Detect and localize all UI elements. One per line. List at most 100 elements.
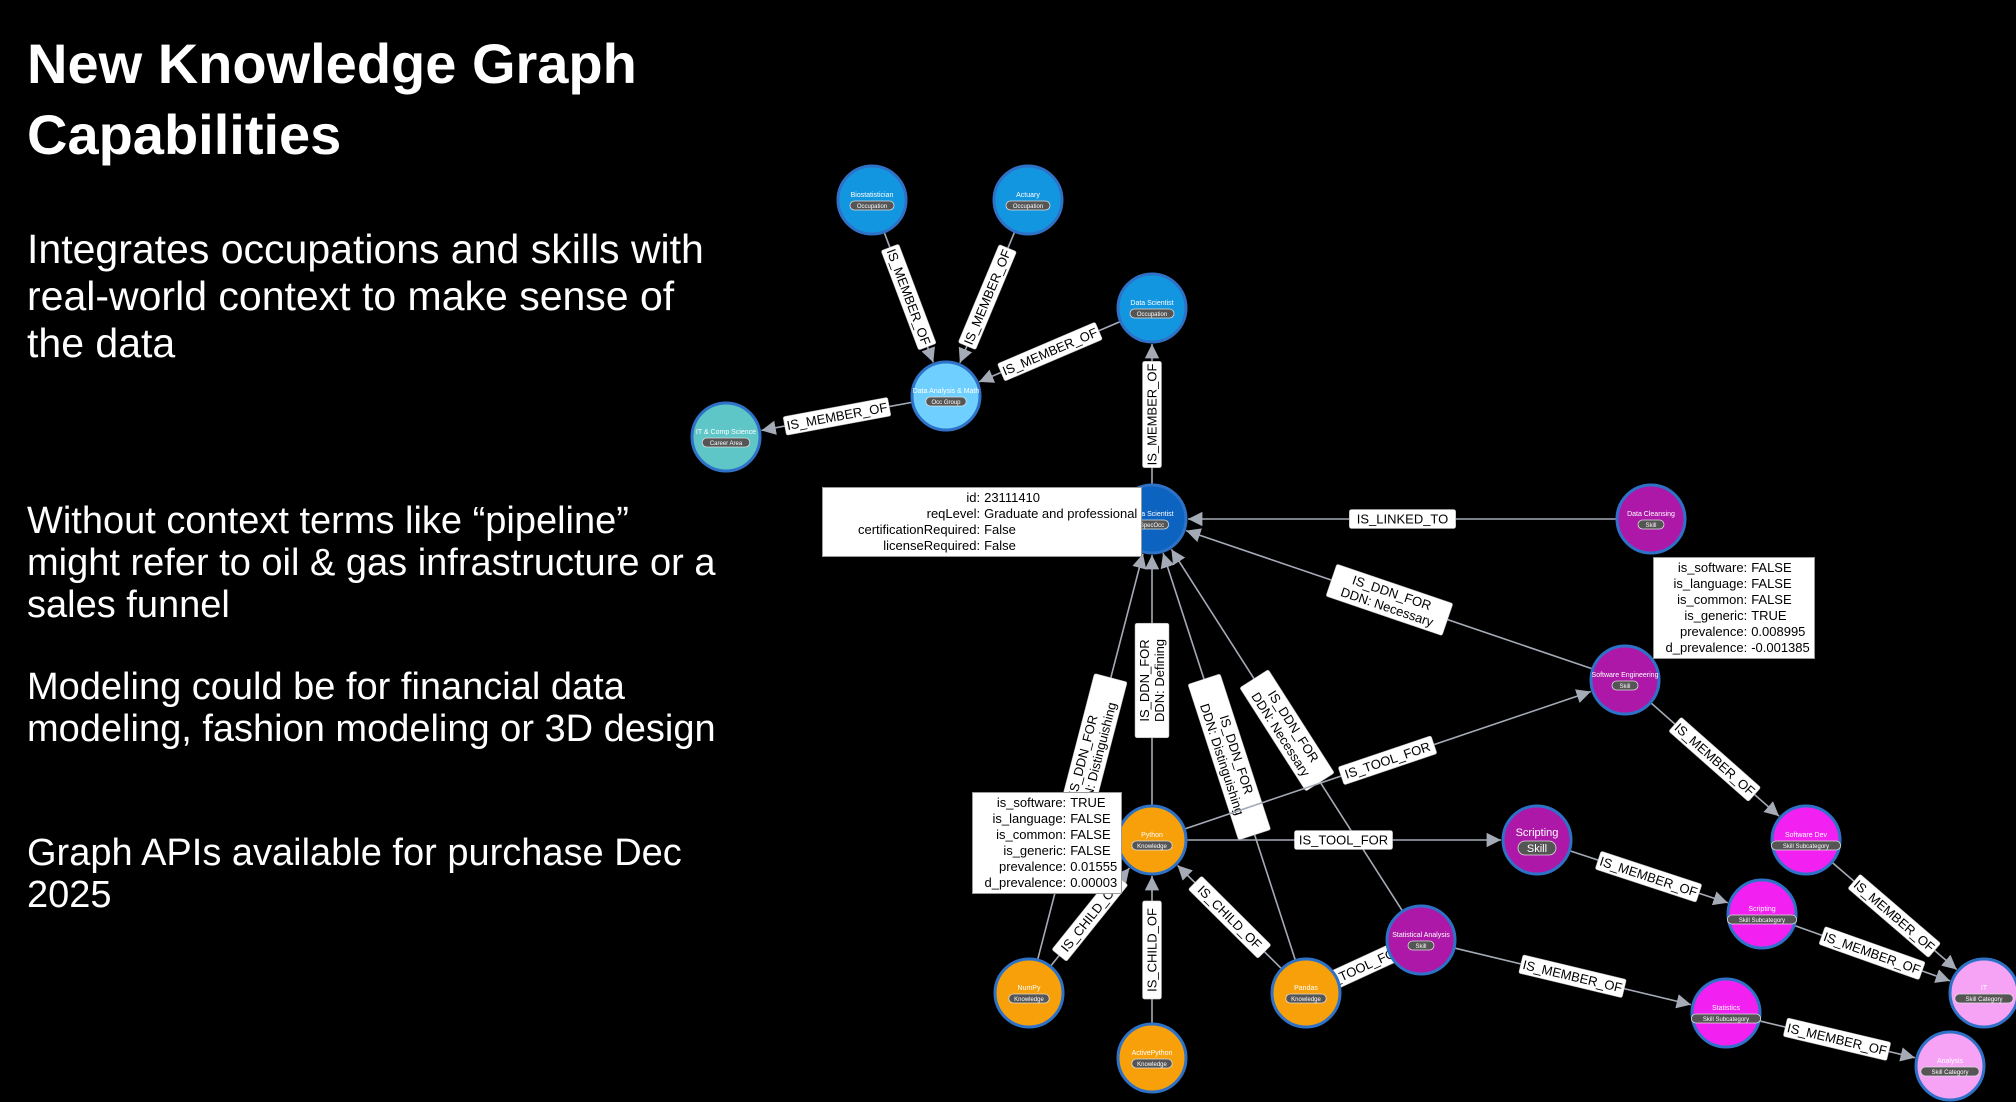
edge-is-tool-for-python-scripting_skill[interactable]: IS_TOOL_FOR bbox=[1186, 830, 1501, 850]
property-row: is_generic:FALSE bbox=[977, 843, 1117, 859]
edge-is-member-of-ds_spec-ds_occ[interactable]: IS_MEMBER_OF bbox=[1142, 344, 1162, 485]
node-type-badge bbox=[1517, 840, 1557, 856]
node-name: NumPy bbox=[1018, 985, 1041, 992]
property-key: is_generic: bbox=[1684, 608, 1748, 623]
edge-label: IS_MEMBER_OF bbox=[1783, 1017, 1891, 1061]
edge-label: IS_TOOL_FOR bbox=[1294, 830, 1393, 850]
slide-title: New Knowledge Graph Capabilities bbox=[27, 32, 637, 166]
nodes-layer: BiostatisticianOccupationActuaryOccupati… bbox=[690, 164, 2016, 1102]
node-circle bbox=[1726, 878, 1798, 950]
edge-type-text: IS_MEMBER_OF bbox=[1145, 364, 1160, 466]
node-circle bbox=[1116, 1022, 1188, 1094]
edge-type-text: IS_TOOL_FOR bbox=[1343, 739, 1432, 782]
edge-is-member-of-statistics-analysis[interactable]: IS_MEMBER_OF bbox=[1758, 1017, 1916, 1062]
property-value: False bbox=[984, 522, 1016, 537]
property-value: 23111410 bbox=[984, 490, 1041, 505]
property-value: TRUE bbox=[1070, 795, 1106, 810]
node-type-text: Knowledge bbox=[1014, 997, 1044, 1003]
edge-label: IS_CHILD_OF bbox=[1142, 900, 1162, 1000]
node-name: Software Dev bbox=[1785, 832, 1828, 839]
node-name: Biostatistician bbox=[851, 192, 894, 199]
node-type-text: Skill Category bbox=[1965, 997, 2002, 1003]
property-row: is_generic:TRUE bbox=[1658, 608, 1810, 624]
edge-type-text: IS_MEMBER_OF bbox=[1672, 720, 1758, 799]
node-type-text: Skill Subcategory bbox=[1739, 918, 1785, 924]
node-type-text: Occ Group bbox=[931, 400, 961, 406]
edge-is-member-of-statan-statistics[interactable]: IS_MEMBER_OF bbox=[1453, 947, 1692, 1009]
property-key: id: bbox=[966, 490, 981, 505]
property-value: 0.00003 bbox=[1070, 875, 1118, 890]
edge-is-member-of-biostat-dam[interactable]: IS_MEMBER_OF bbox=[881, 231, 936, 363]
edge-is-child-of-activepython-python[interactable]: IS_CHILD_OF bbox=[1142, 876, 1162, 1024]
property-value: 0.008995 bbox=[1751, 624, 1806, 639]
node-circle bbox=[1615, 483, 1687, 555]
node-circle bbox=[1914, 1030, 1986, 1102]
edge-is-member-of-actuary-dam[interactable]: IS_MEMBER_OF bbox=[958, 231, 1017, 364]
node-type-badge bbox=[1637, 519, 1665, 530]
edge-label: IS_MEMBER_OF bbox=[1518, 954, 1627, 998]
edge-is-member-of-ds_occ-dam[interactable]: IS_MEMBER_OF bbox=[978, 320, 1122, 383]
edge-is-member-of-dam-itcs[interactable]: IS_MEMBER_OF bbox=[761, 397, 913, 436]
edge-is-child-of-pandas-python[interactable]: IS_CHILD_OF bbox=[1176, 864, 1283, 970]
property-value: FALSE bbox=[1751, 560, 1792, 575]
node-circle bbox=[1385, 904, 1457, 976]
node-type-text: Skill Category bbox=[1931, 1070, 1968, 1076]
property-key: d_prevalence: bbox=[984, 875, 1067, 890]
node-circle bbox=[1770, 804, 1842, 876]
edge-label: IS_MEMBER_OF bbox=[783, 397, 891, 436]
node-name: Data Cleansing bbox=[1627, 511, 1675, 518]
edge-label: IS_MEMBER_OF bbox=[1142, 361, 1162, 468]
property-key: prevalence: bbox=[1679, 624, 1748, 639]
edge-type-text: IS_MEMBER_OF bbox=[961, 247, 1014, 347]
node-name: Data Scientist bbox=[1130, 511, 1173, 518]
edge-is-member-of-scripting_skill-scripting_sub[interactable]: IS_MEMBER_OF bbox=[1569, 849, 1729, 906]
node-circle bbox=[690, 401, 762, 473]
node-type-badge bbox=[701, 437, 751, 448]
node-type-text: Occupation bbox=[1137, 312, 1167, 318]
property-value: FALSE bbox=[1751, 576, 1792, 591]
node-circle bbox=[993, 957, 1065, 1029]
edge-ddn-text: DDN: Defining bbox=[1152, 639, 1167, 722]
node-type-text: Skill bbox=[1619, 684, 1630, 690]
node-type-text: Skill bbox=[1645, 523, 1656, 529]
node-circle bbox=[836, 164, 908, 236]
edge-type-text: IS_CHILD_OF bbox=[1195, 882, 1265, 952]
intro-paragraph: Integrates occupations and skills with r… bbox=[27, 226, 704, 366]
node-type-badge bbox=[1771, 840, 1842, 851]
edge-type-text: IS_LINKED_TO bbox=[1357, 512, 1449, 527]
property-row: prevalence:0.01555 bbox=[977, 859, 1117, 875]
property-value: 0.01555 bbox=[1070, 859, 1118, 874]
node-type-badge bbox=[1129, 308, 1175, 319]
modeling-paragraph: Modeling could be for financial data mod… bbox=[27, 666, 716, 750]
edge-is-linked-to-cleansing-ds_spec[interactable]: IS_LINKED_TO bbox=[1188, 509, 1617, 529]
property-key: is_software: bbox=[1677, 560, 1748, 575]
edge-label: IS_MEMBER_OF bbox=[1669, 717, 1761, 802]
edge-is-member-of-sweng-swdev[interactable]: IS_MEMBER_OF bbox=[1649, 701, 1780, 817]
